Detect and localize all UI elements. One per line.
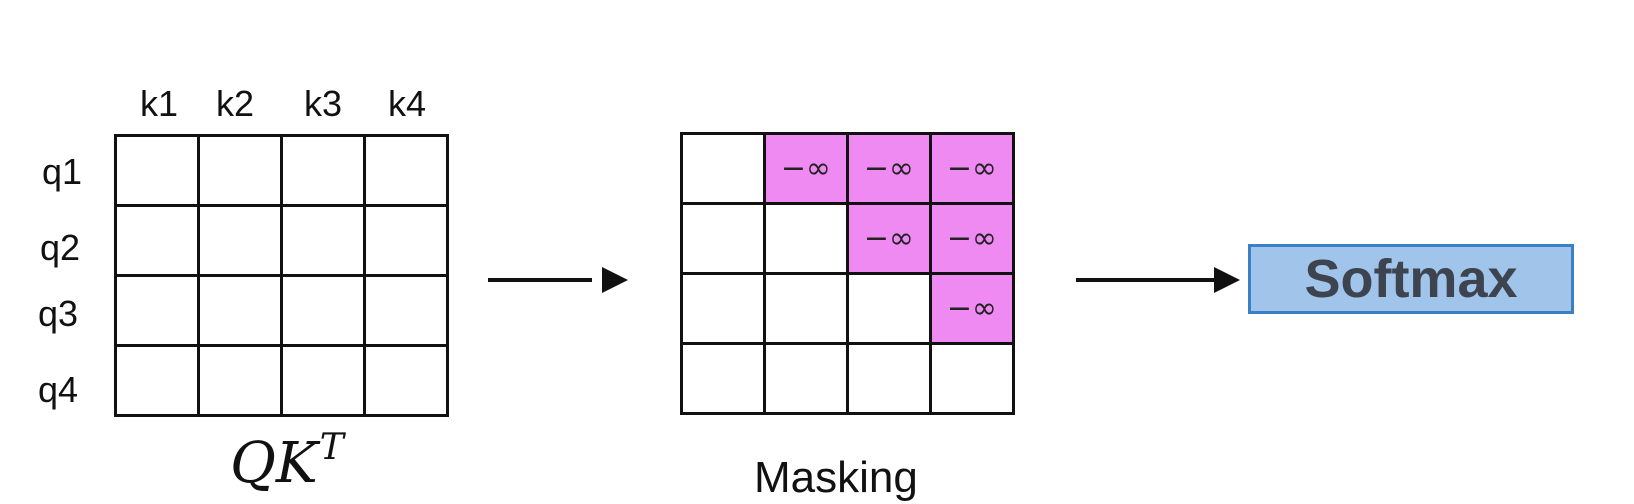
softmax-label: Softmax — [1304, 249, 1518, 309]
mask-matrix-cell — [932, 345, 1015, 415]
row-label-q1: q1 — [42, 151, 83, 192]
qkt-cell — [117, 347, 200, 417]
qkt-cell — [117, 207, 200, 277]
masked-cell: −∞ — [932, 205, 1015, 275]
qkt-cell — [200, 137, 283, 207]
qkt-cell — [366, 347, 449, 417]
qkt-cell — [283, 277, 366, 347]
qkt-caption-base: QK — [230, 431, 318, 496]
row-label-q3: q3 — [38, 293, 79, 334]
softmax-box: Softmax — [1248, 244, 1574, 314]
qkt-cell — [366, 137, 449, 207]
mask-matrix-cell — [849, 275, 932, 345]
qkt-cell — [200, 347, 283, 417]
mask-matrix: −∞−∞−∞−∞−∞−∞ — [680, 132, 1015, 415]
qkt-cell — [117, 277, 200, 347]
mask-matrix-cell — [683, 275, 766, 345]
qkt-cell — [283, 137, 366, 207]
masked-cell: −∞ — [849, 135, 932, 205]
mask-matrix-cell — [683, 345, 766, 415]
qkt-cell — [200, 207, 283, 277]
qkt-cell — [283, 347, 366, 417]
col-label-k3: k3 — [304, 83, 343, 124]
masked-cell: −∞ — [766, 135, 849, 205]
col-label-k4: k4 — [388, 83, 427, 124]
mask-matrix-cell — [766, 205, 849, 275]
masked-cell: −∞ — [932, 135, 1015, 205]
qkt-cell — [283, 207, 366, 277]
col-label-k2: k2 — [216, 83, 255, 124]
qkt-cell — [117, 137, 200, 207]
qkt-caption-superscript: T — [319, 427, 344, 468]
qkt-cell — [366, 207, 449, 277]
mask-matrix-cell — [683, 205, 766, 275]
mask-matrix-cell — [683, 135, 766, 205]
qkt-matrix — [114, 134, 449, 417]
masked-cell: −∞ — [932, 275, 1015, 345]
col-label-k1: k1 — [140, 83, 179, 124]
masking-caption: Masking — [754, 453, 918, 502]
mask-matrix-cell — [766, 345, 849, 415]
qkt-caption: QKT — [230, 430, 344, 492]
mask-matrix-cell — [849, 345, 932, 415]
row-label-q4: q4 — [38, 369, 79, 410]
mask-matrix-cell — [766, 275, 849, 345]
row-label-q2: q2 — [40, 227, 81, 268]
masked-cell: −∞ — [849, 205, 932, 275]
qkt-cell — [200, 277, 283, 347]
qkt-cell — [366, 277, 449, 347]
